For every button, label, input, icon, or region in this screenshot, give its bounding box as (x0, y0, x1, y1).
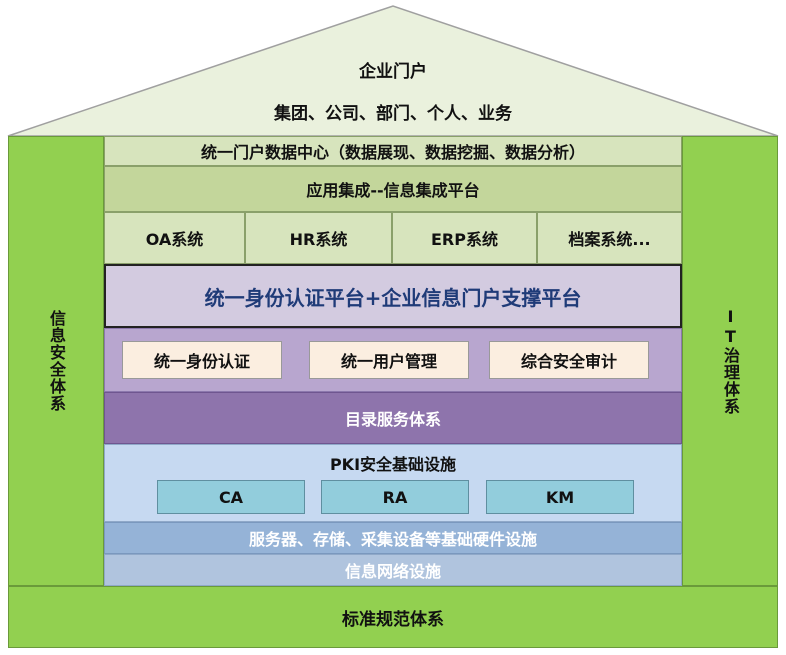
roof-subtitle: 集团、公司、部门、个人、业务 (274, 103, 512, 124)
network-layer: 信息网络设施 (104, 554, 682, 586)
pki-title: PKI安全基础设施 (329, 455, 457, 474)
pki-item-ca: CA (157, 480, 305, 514)
auth-module-identity: 统一身份认证 (122, 341, 282, 379)
hardware-layer: 服务器、存储、采集设备等基础硬件设施 (104, 522, 682, 554)
pki-item-km: KM (486, 480, 634, 514)
portal-data-center-layer: 统一门户数据中心（数据展现、数据挖掘、数据分析） (104, 136, 682, 166)
right-pillar-label: IT治理体系 (721, 307, 740, 415)
identity-platform-layer: 统一身份认证平台+企业信息门户支撑平台 (104, 264, 682, 328)
standards-base: 标准规范体系 (8, 586, 778, 648)
auth-module-audit: 综合安全审计 (489, 341, 649, 379)
system-erp: ERP系统 (392, 212, 537, 264)
system-archive: 档案系统... (537, 212, 682, 264)
directory-service-layer: 目录服务体系 (104, 392, 682, 444)
left-pillar: 信息安全体系 (8, 136, 104, 586)
system-hr: HR系统 (245, 212, 392, 264)
app-integration-layer: 应用集成--信息集成平台 (104, 166, 682, 212)
roof-title: 企业门户 (359, 61, 427, 82)
pki-item-ra: RA (321, 480, 469, 514)
right-pillar: IT治理体系 (682, 136, 778, 586)
auth-module-user-mgmt: 统一用户管理 (309, 341, 469, 379)
system-oa: OA系统 (104, 212, 245, 264)
left-pillar-label: 信息安全体系 (47, 310, 66, 412)
